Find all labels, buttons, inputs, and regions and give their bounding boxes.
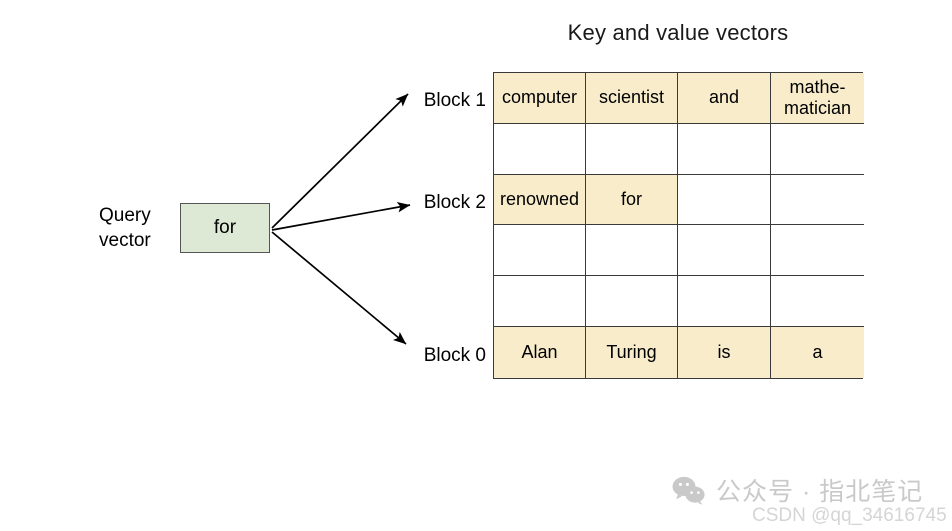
- matrix-cell-r2-c1[interactable]: for: [586, 174, 678, 226]
- matrix-cell-r4-c2[interactable]: [678, 276, 771, 328]
- block-label-1: Block 1: [423, 90, 486, 111]
- matrix-cell-r3-c3[interactable]: [771, 225, 864, 277]
- matrix-cell-r5-c1[interactable]: Turing: [586, 327, 678, 378]
- matrix-cell-text: renowned: [499, 189, 580, 210]
- matrix-cell-r4-c1[interactable]: [586, 276, 678, 328]
- matrix-cell-r3-c2[interactable]: [678, 225, 771, 277]
- arrow-to-block-1: [271, 93, 409, 229]
- matrix-cell-r5-c2[interactable]: is: [678, 327, 771, 378]
- watermark-credit: CSDN @qq_34616745: [752, 505, 947, 526]
- page-title: Key and value vectors: [567, 20, 789, 45]
- matrix-cell-r1-c3[interactable]: [771, 123, 864, 175]
- matrix-cell-r0-c0[interactable]: computer: [494, 73, 586, 124]
- matrix-cell-text: a: [812, 342, 823, 363]
- key-value-matrix: computer scientist and mathe-matician renown…: [493, 72, 864, 379]
- matrix-cell-r0-c2[interactable]: and: [678, 73, 771, 124]
- query-vector-label-line2: vector: [99, 230, 151, 251]
- matrix-cell-text: and: [708, 87, 740, 108]
- query-vector-box[interactable]: for: [180, 203, 270, 253]
- watermark: 公众号 · 指北笔记: [672, 472, 923, 508]
- matrix-cell-r3-c0[interactable]: [494, 225, 586, 277]
- arrow-to-block-2: [271, 202, 411, 231]
- query-vector-value: for: [213, 217, 237, 238]
- matrix-cell-r2-c0[interactable]: renowned: [494, 174, 586, 226]
- block-label-2: Block 2: [423, 192, 486, 213]
- watermark-text: 公众号 · 指北笔记: [716, 478, 924, 506]
- matrix-cell-r1-c2[interactable]: [678, 123, 771, 175]
- matrix-cell-r0-c1[interactable]: scientist: [586, 73, 678, 124]
- matrix-cell-r5-c3[interactable]: a: [771, 327, 864, 378]
- matrix-cell-r2-c3[interactable]: [771, 174, 864, 226]
- matrix-cell-text-line2: matician: [783, 97, 852, 118]
- arrow-to-block-0: [271, 231, 407, 345]
- query-vector-label-line1: Query: [99, 205, 151, 226]
- matrix-cell-r4-c0[interactable]: [494, 276, 586, 328]
- matrix-cell-r0-c3[interactable]: mathe-matician: [771, 73, 864, 124]
- matrix-cell-text: Alan: [521, 342, 558, 363]
- matrix-cell-r4-c3[interactable]: [771, 276, 864, 328]
- matrix-cell-text: computer: [501, 87, 578, 108]
- matrix-cell-r3-c1[interactable]: [586, 225, 678, 277]
- matrix-cell-r2-c2[interactable]: [678, 174, 771, 226]
- matrix-cell-text: for: [620, 189, 642, 210]
- matrix-cell-text: Turing: [606, 342, 657, 363]
- matrix-cell-r5-c0[interactable]: Alan: [494, 327, 586, 378]
- matrix-cell-text-line1: mathe-: [789, 76, 846, 97]
- block-label-0: Block 0: [423, 345, 486, 366]
- wechat-icon: [672, 476, 705, 505]
- matrix-cell-text: scientist: [598, 87, 665, 108]
- matrix-cell-r1-c0[interactable]: [494, 123, 586, 175]
- matrix-cell-text: is: [717, 342, 731, 363]
- query-vector-label: Query vector: [99, 203, 171, 253]
- matrix-cell-r1-c1[interactable]: [586, 123, 678, 175]
